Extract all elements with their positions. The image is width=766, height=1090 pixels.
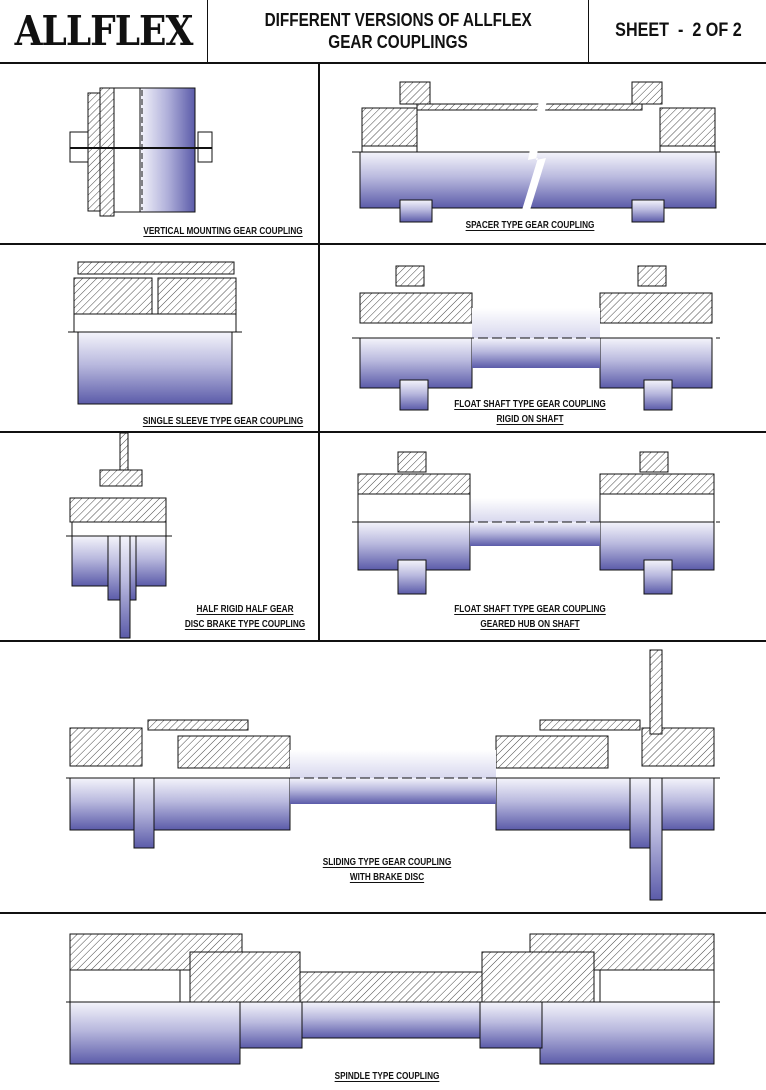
drawing-float-shaft-geared (352, 451, 720, 595)
drawing-spacer-type (352, 81, 720, 223)
drawing-spindle-type (66, 933, 720, 1065)
divider (318, 63, 320, 641)
divider (0, 640, 766, 642)
divider (0, 431, 766, 433)
title-block: ALLFLEX DIFFERENT VERSIONS OF ALLFLEX GE… (0, 0, 766, 64)
divider (0, 912, 766, 914)
brand-logo: ALLFLEX (0, 0, 208, 62)
title-line-1: DIFFERENT VERSIONS OF ALLFLEX (264, 10, 532, 30)
caption-spacer-type: SPACER TYPE GEAR COUPLING (465, 220, 595, 231)
drawing-vertical-mounting (69, 87, 213, 217)
logo-text: ALLFLEX (14, 6, 194, 56)
caption-spindle-type: SPINDLE TYPE COUPLING (334, 1071, 440, 1082)
caption-vertical-mounting: VERTICAL MOUNTING GEAR COUPLING (143, 226, 303, 237)
drawing-sliding-brake-disc (66, 649, 720, 901)
caption-single-sleeve: SINGLE SLEEVE TYPE GEAR COUPLING (142, 416, 304, 427)
drawing-single-sleeve (68, 261, 242, 405)
document-title: DIFFERENT VERSIONS OF ALLFLEX GEAR COUPL… (208, 0, 589, 62)
sheet-number: SHEET - 2 OF 2 (614, 20, 742, 41)
divider (0, 243, 766, 245)
title-line-2: GEAR COUPLINGS (328, 32, 468, 52)
drawing-float-shaft-rigid (352, 265, 720, 411)
drawing-half-rigid-disc-brake (66, 432, 172, 639)
